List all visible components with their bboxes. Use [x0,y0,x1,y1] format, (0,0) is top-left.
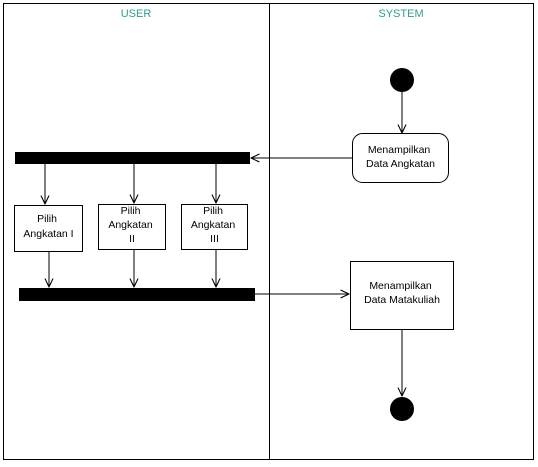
swimlane-frame [3,3,534,460]
join-bar [19,288,255,301]
final-node [390,397,414,421]
action-show-matakuliah-label: Menampilkan Data Matakuliah [364,280,440,306]
action-show-angkatan [352,133,449,183]
action-show-matakuliah [350,261,454,330]
fork-bar [15,152,250,164]
action-pilih-angkatan-3-label: Pilih Angkatan III [191,205,238,245]
action-pilih-angkatan-1-label: Pilih Angkatan I [23,213,73,240]
action-pilih-angkatan-1 [14,205,83,252]
action-pilih-angkatan-3 [181,204,248,250]
action-pilih-angkatan-2-label: Pilih Angkatan II [108,205,155,245]
edges [45,92,402,396]
action-pilih-angkatan-2 [98,204,166,250]
initial-node [390,68,414,92]
action-show-angkatan-label: Menampilkan Data Angkatan [366,144,435,170]
lane-title-user: USER [121,8,152,20]
lane-title-system: SYSTEM [378,8,423,20]
